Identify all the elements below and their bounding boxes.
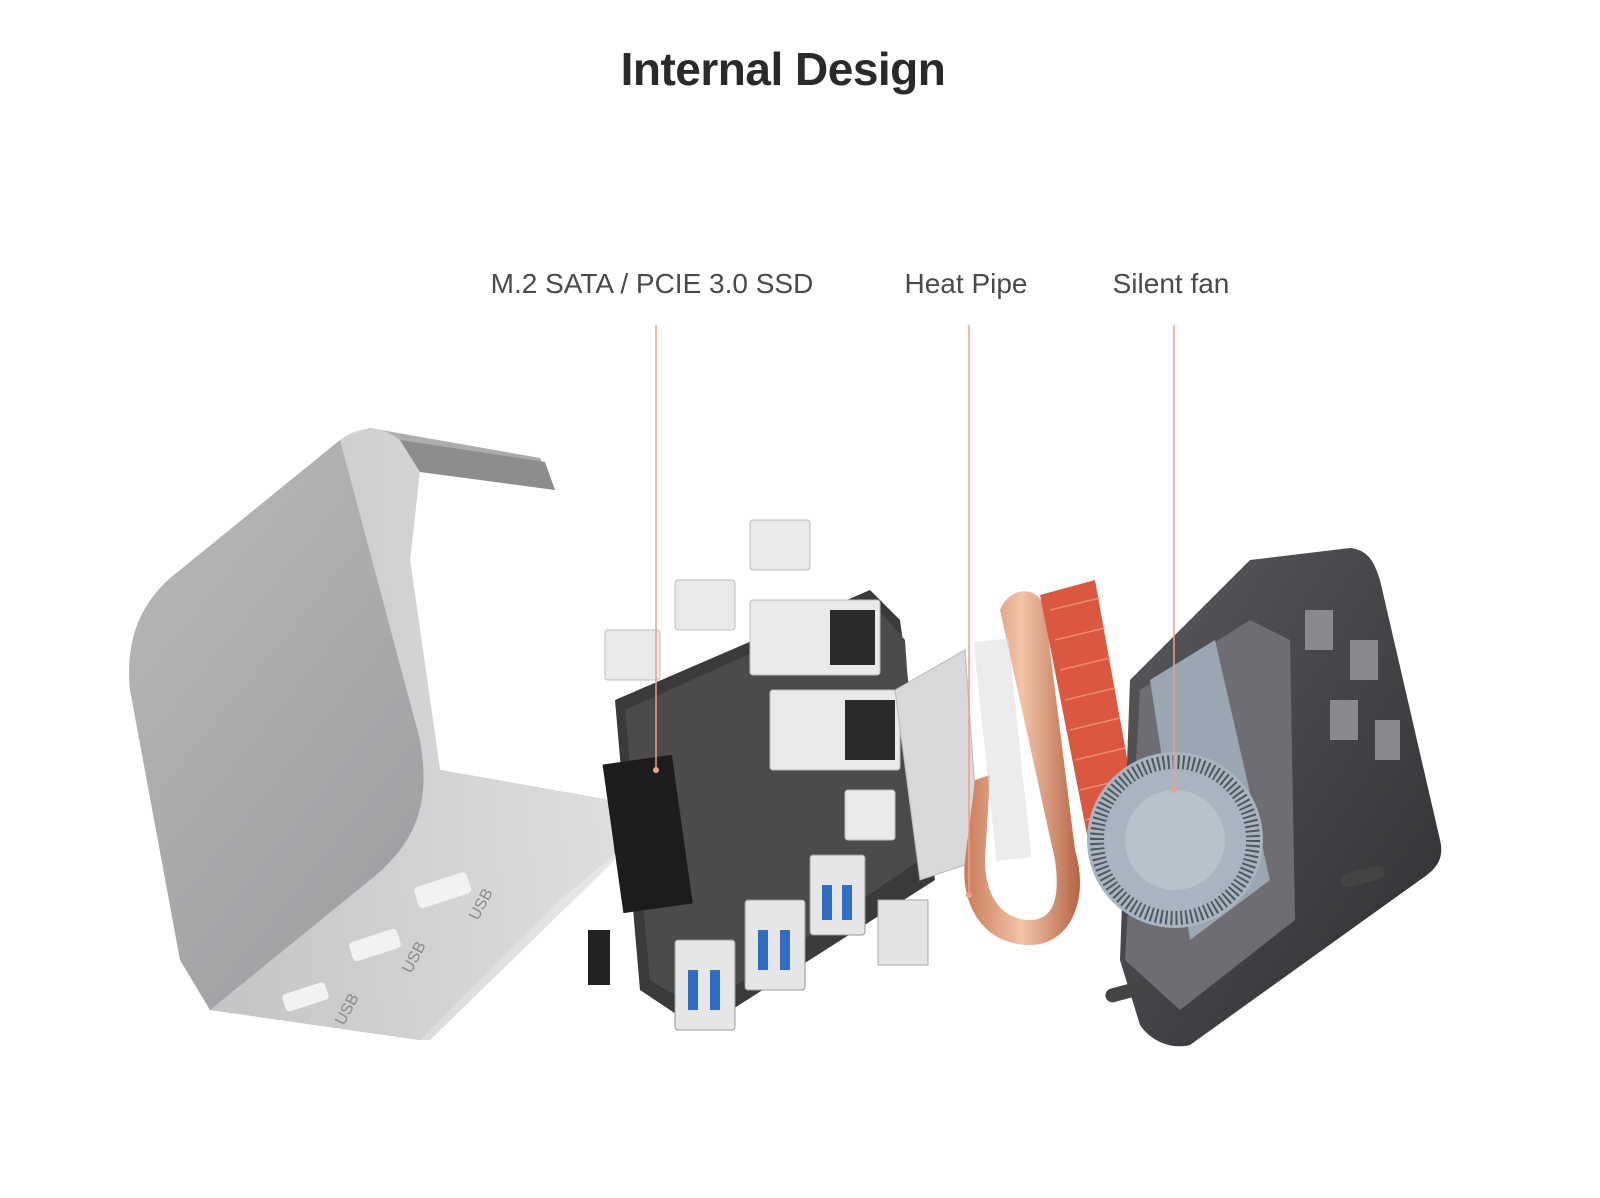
fan-bottom-case	[1087, 548, 1442, 1047]
callout-ssd: M.2 SATA / PCIE 3.0 SSD	[490, 268, 814, 299]
callout-heat-pipe: Heat Pipe	[904, 268, 1028, 299]
page-title: Internal Design	[620, 43, 946, 95]
aluminum-enclosure: USB USB USB	[129, 428, 621, 1040]
callout-silent-fan: Silent fan	[1112, 268, 1230, 299]
m2-ssd	[602, 754, 693, 914]
motherboard	[588, 519, 935, 1031]
callout-leader-lines	[653, 325, 1177, 898]
